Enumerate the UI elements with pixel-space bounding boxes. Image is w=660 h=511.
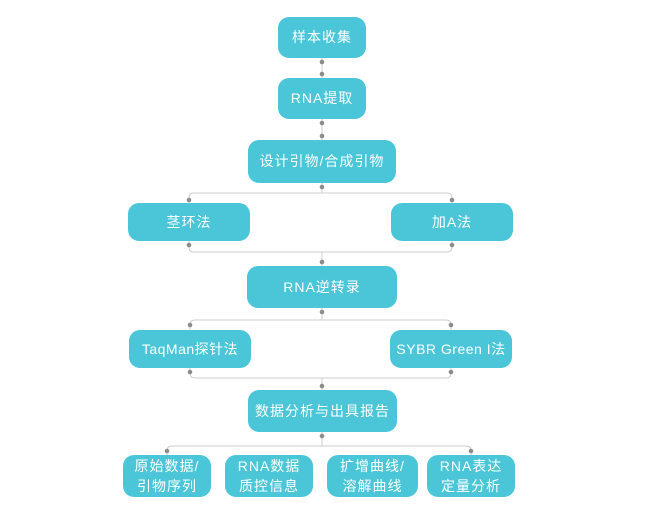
node-primer-design: 设计引物/合成引物 [248,140,396,183]
connector-dot [186,197,192,203]
node-amplification-melting-curves: 扩增曲线/ 溶解曲线 [327,455,418,497]
connector-dot [187,369,193,375]
connector-dot [319,120,325,126]
node-rna-qc-info: RNA数据 质控信息 [225,455,313,497]
node-rna-expression-quantification: RNA表达 定量分析 [427,455,515,497]
connector-dot [449,242,455,248]
connector-dot [449,197,455,203]
connector-line [188,241,453,253]
connector-line [189,319,452,330]
connector-dot [319,71,325,77]
connector-dot [187,322,193,328]
connector-dot [164,448,170,454]
connector-dot [319,433,325,439]
connector-dot [319,259,325,265]
connector-line [166,445,472,455]
connector-dot [319,59,325,65]
connector-line [188,192,453,203]
node-data-analysis-report: 数据分析与出具报告 [248,390,397,432]
node-sample-collection: 样本收集 [278,17,366,58]
node-raw-data-primers: 原始数据/ 引物序列 [123,455,211,497]
node-poly-a-method: 加A法 [391,203,513,241]
connector-dot [319,309,325,315]
connector-dot [448,369,454,375]
node-taqman-probe-method: TaqMan探针法 [129,330,251,368]
node-reverse-transcription: RNA逆转录 [247,266,397,308]
node-sybr-green-method: SYBR Green I法 [390,330,512,368]
connector-dot [319,184,325,190]
node-stem-loop-method: 茎环法 [128,203,250,241]
connector-dot [468,448,474,454]
connector-dot [319,133,325,139]
connector-dot [448,322,454,328]
connector-dot [186,242,192,248]
connector-line [189,368,452,379]
connector-dot [319,383,325,389]
node-rna-extraction: RNA提取 [278,78,366,119]
